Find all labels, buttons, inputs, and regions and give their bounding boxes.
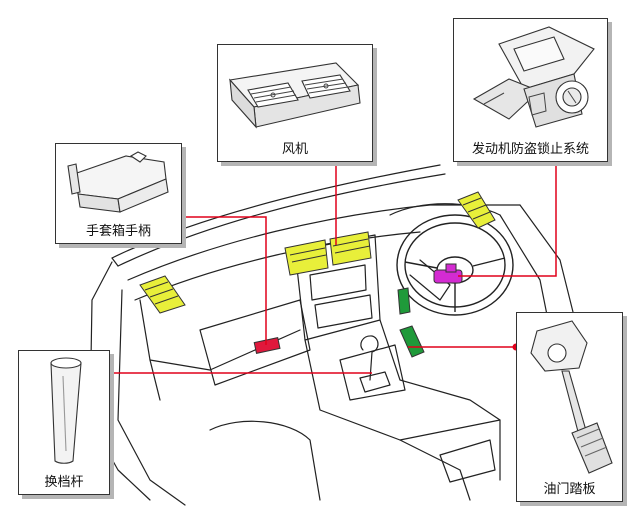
glovebox-handle-illustration (67, 151, 169, 213)
air-vent-illustration (228, 62, 361, 129)
callout-fan: 风机 (217, 44, 373, 162)
leader-lines (110, 162, 557, 374)
right-air-vent (457, 191, 496, 229)
callout-shift-lever-label: 换档杆 (44, 475, 84, 490)
callout-immobiliser-label: 发动机防盗锁止系统 (471, 142, 589, 157)
callout-accelerator-pedal-label: 油门踏板 (543, 482, 596, 497)
immobiliser-illustration (472, 26, 595, 128)
glovebox-handle-highlight (253, 337, 281, 354)
callout-accelerator-pedal: 油门踏板 (516, 312, 623, 502)
pedal-highlight (397, 287, 425, 358)
callout-immobiliser: 发动机防盗锁止系统 (453, 18, 608, 162)
left-air-vent (139, 275, 186, 314)
callout-shift-lever: 换档杆 (18, 350, 110, 495)
callout-glovebox-handle-label: 手套箱手柄 (85, 224, 151, 239)
center-air-vents (284, 231, 372, 276)
shift-lever-illustration (50, 357, 82, 464)
callout-fan-label: 风机 (281, 142, 308, 157)
accelerator-pedal-illustration (530, 320, 613, 474)
callout-glovebox-handle: 手套箱手柄 (55, 143, 182, 244)
